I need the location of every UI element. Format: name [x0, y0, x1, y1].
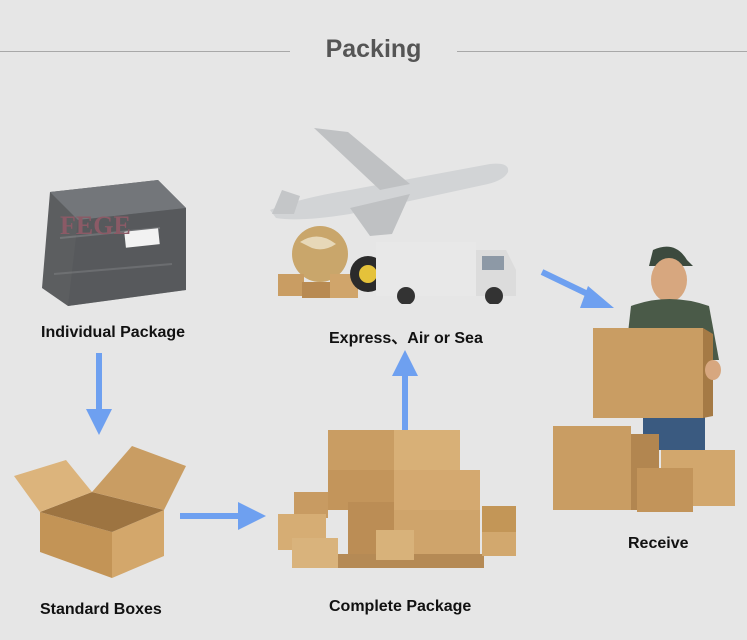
bag-print-text: FEGE [60, 211, 131, 240]
arrow-diagonal-icon [540, 268, 616, 312]
plane-truck-globe-icon [260, 124, 520, 304]
complete-package-label: Complete Package [329, 598, 472, 615]
standard-boxes-label: Standard Boxes [40, 601, 162, 618]
arrow-down-icon [86, 353, 112, 437]
title-row: Packing [0, 30, 747, 70]
delivery-man-icon [553, 240, 747, 520]
shipping-label: Express、Air or Sea [329, 330, 483, 347]
title-divider-right [457, 51, 747, 52]
box-pallet-icon [276, 426, 521, 574]
plastic-bag-icon: FEGE [40, 178, 190, 308]
arrow-right-icon [180, 502, 266, 530]
open-box-icon [14, 440, 189, 580]
title-divider-left [0, 51, 290, 52]
arrow-up-icon [392, 350, 418, 430]
page-title: Packing [325, 35, 422, 63]
receive-label: Receive [628, 535, 689, 552]
individual-package-label: Individual Package [41, 324, 186, 341]
